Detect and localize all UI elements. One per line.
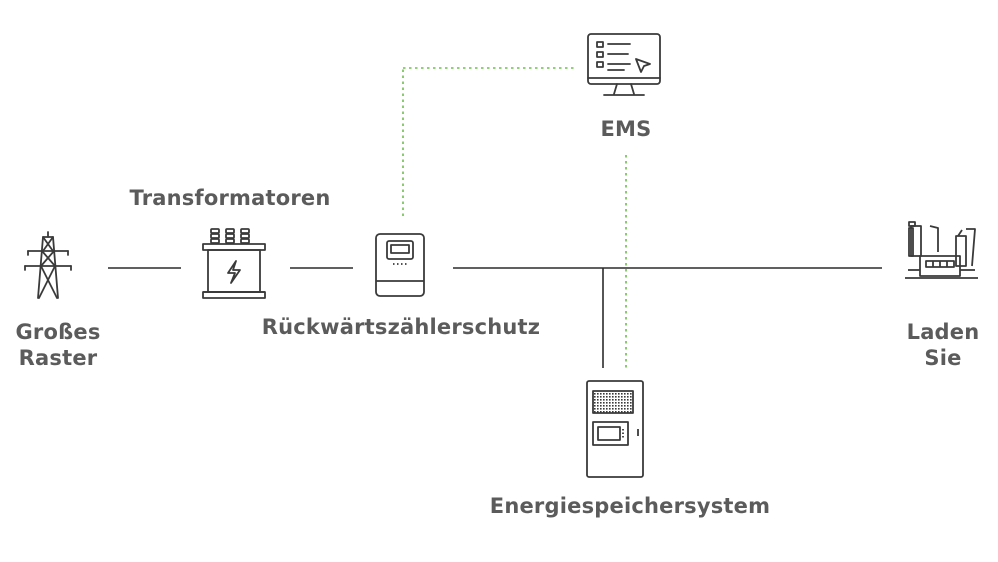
factory-icon xyxy=(905,221,978,279)
reverse-meter-label-text: Rückwärtszählerschutz xyxy=(261,315,541,339)
meter-icon xyxy=(375,233,425,297)
transformers-label-text: Transformatoren xyxy=(129,186,331,210)
communication-connections xyxy=(402,67,627,370)
load-label: Laden Sie xyxy=(896,319,990,371)
grid-label: Großes Raster xyxy=(0,319,116,371)
ems-label: EMS xyxy=(586,116,666,142)
storage-cabinet-icon xyxy=(586,380,644,478)
grid-label-line2: Raster xyxy=(18,346,98,370)
monitor-icon xyxy=(587,33,661,96)
storage-label: Energiespeichersystem xyxy=(466,493,794,519)
power-pylon-icon xyxy=(24,231,72,299)
storage-label-text: Energiespeichersystem xyxy=(489,494,771,518)
grid-label-line1: Großes xyxy=(15,320,101,344)
transformer-icon xyxy=(202,228,266,299)
load-label-line1: Laden xyxy=(906,320,980,344)
reverse-meter-label: Rückwärtszählerschutz xyxy=(238,314,564,340)
load-label-line2: Sie xyxy=(924,346,962,370)
ems-label-text: EMS xyxy=(600,117,652,141)
transformers-label: Transformatoren xyxy=(116,185,344,211)
power-connections xyxy=(108,267,882,368)
